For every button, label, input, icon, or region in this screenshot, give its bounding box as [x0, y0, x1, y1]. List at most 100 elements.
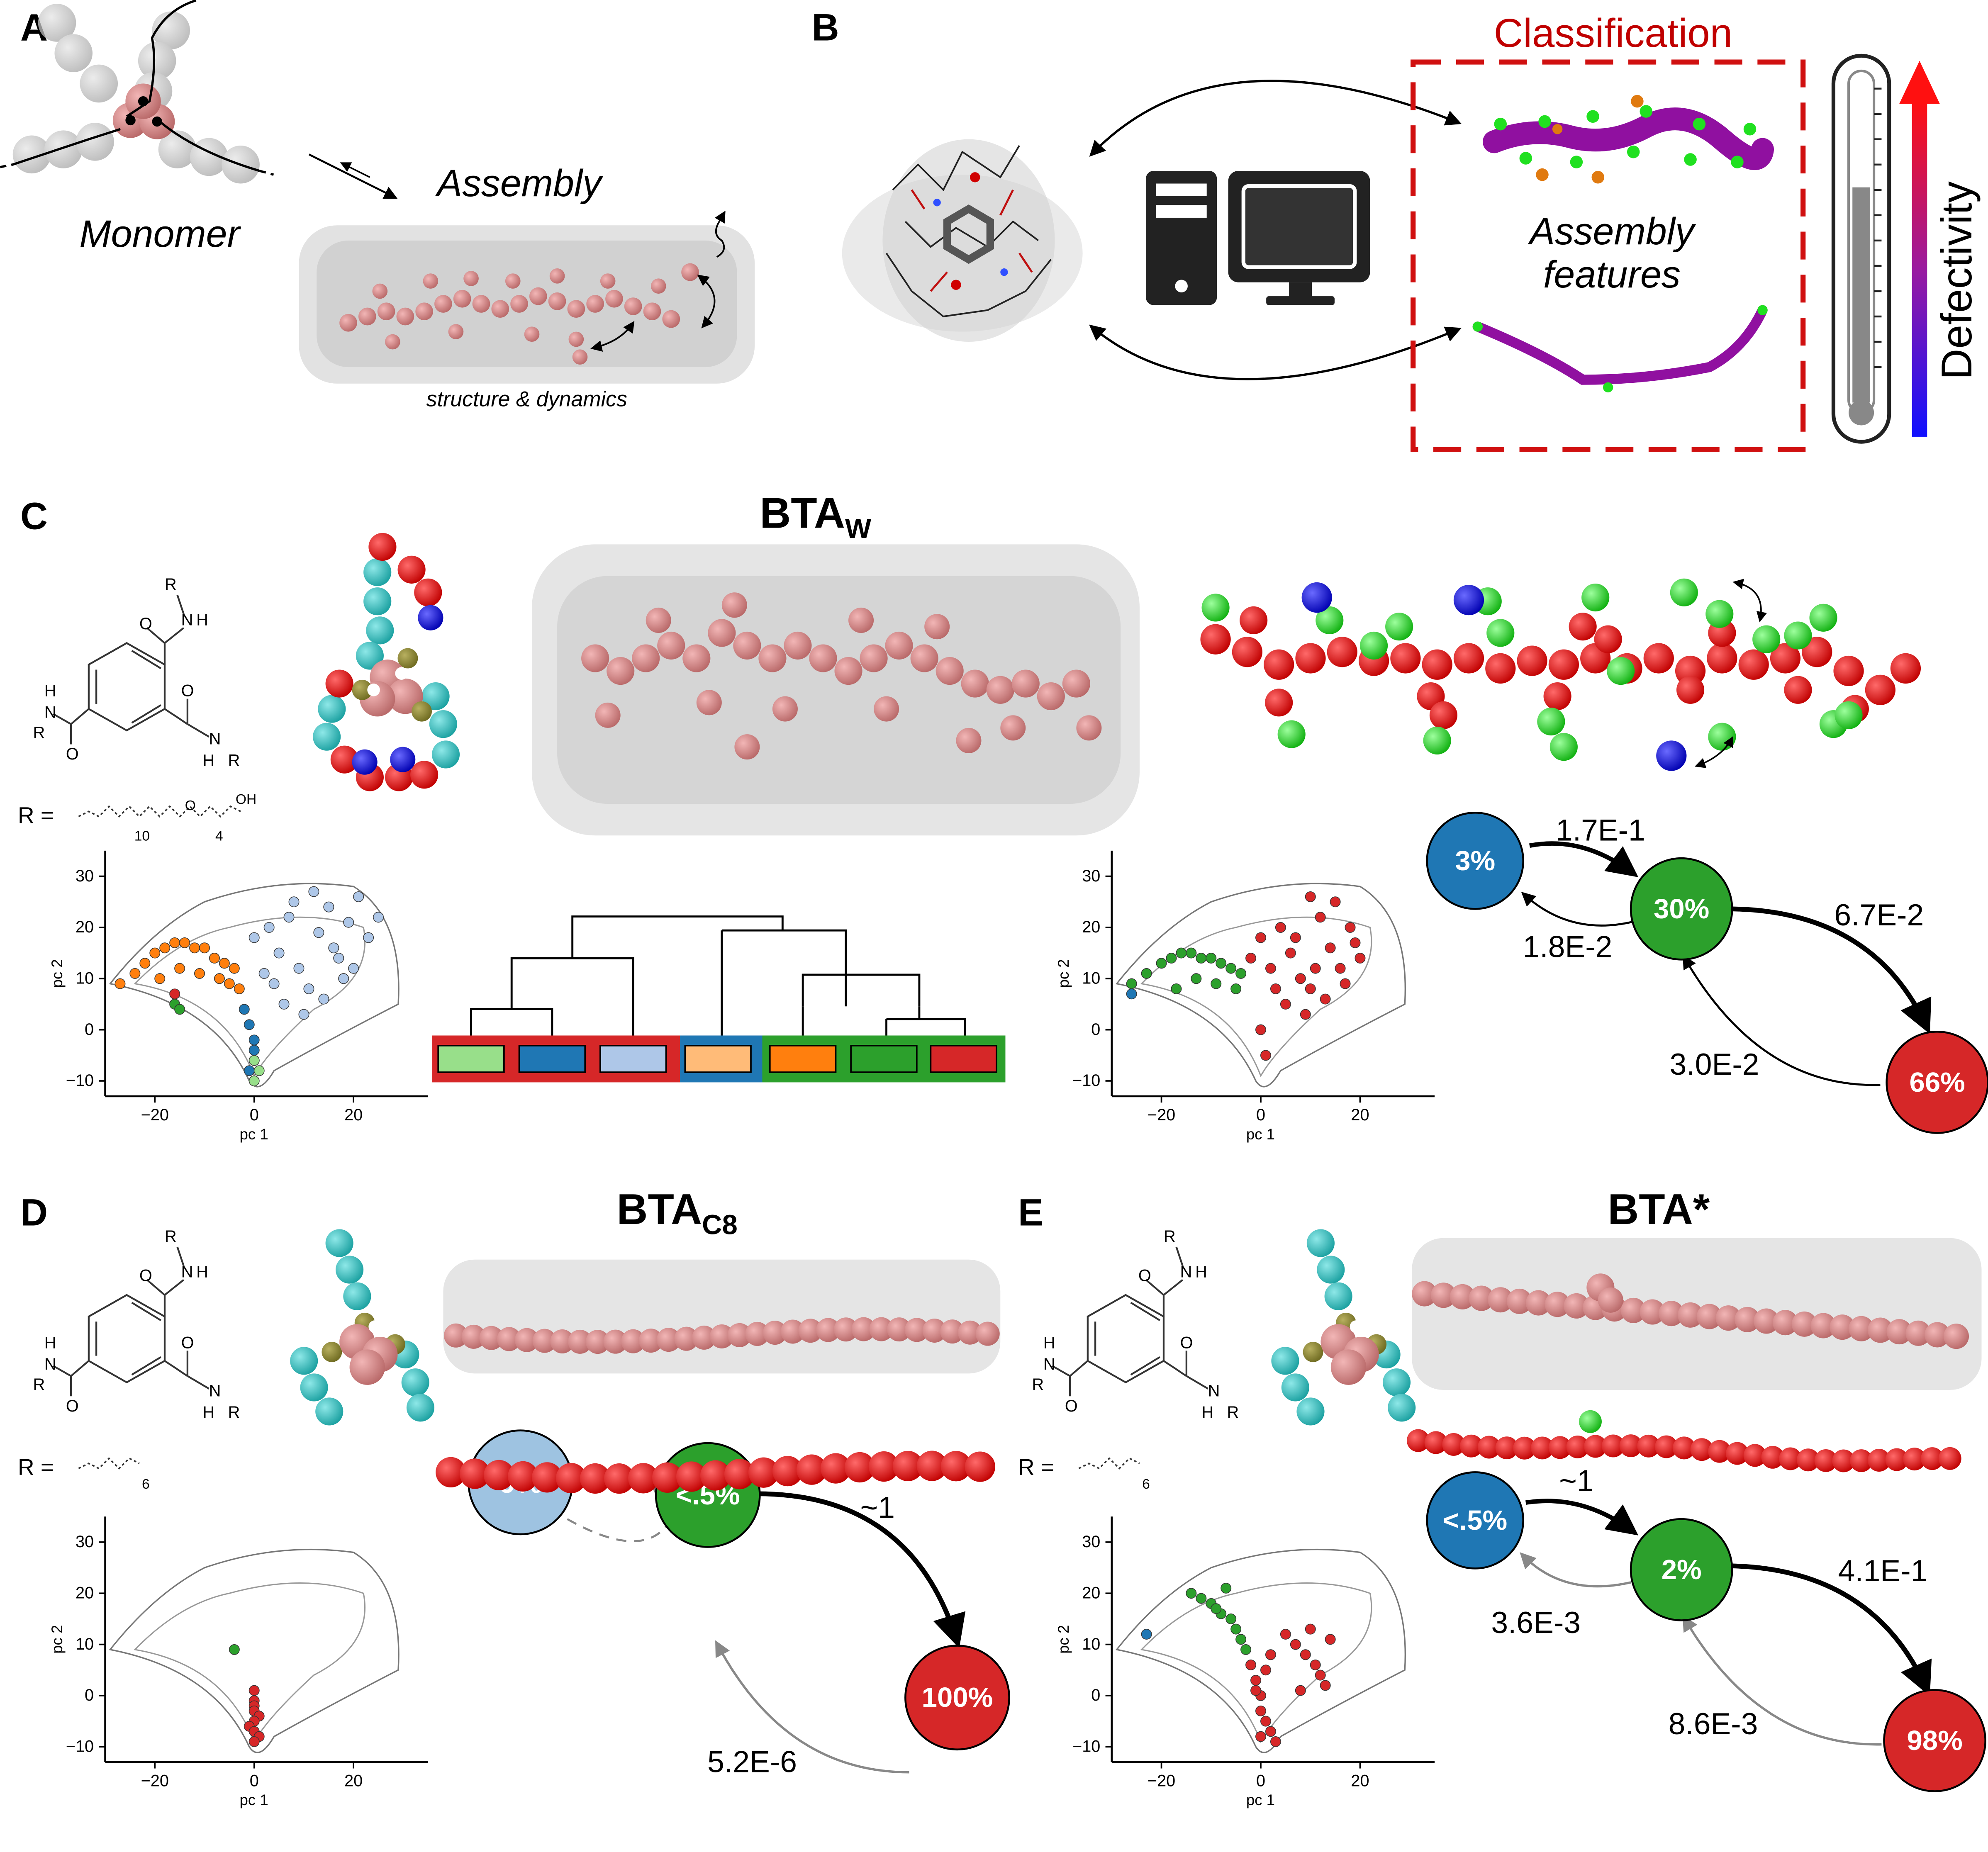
data-point: [1230, 983, 1242, 994]
fiber-bead: [1921, 1447, 1944, 1470]
transition-arrow: [567, 1518, 672, 1543]
data-point: [199, 942, 210, 954]
state-network-e: <.5%2%98%~13.6E-34.1E-18.6E-3: [1426, 1464, 1986, 1792]
defectivity-arrow: [1899, 61, 1940, 437]
data-point: [1290, 1639, 1301, 1650]
transition-rate: 6.7E-2: [1834, 898, 1924, 932]
data-point: [1211, 978, 1222, 989]
fiber-bead: [1925, 1322, 1950, 1348]
data-point: [248, 1055, 260, 1066]
state-node: [1630, 857, 1733, 961]
data-point: [1295, 1685, 1306, 1696]
fiber-bead: [1672, 1436, 1696, 1460]
fiber-bead: [603, 1329, 628, 1354]
x-tick-label: 0: [250, 1772, 259, 1790]
y-tick-label: 30: [1082, 1533, 1100, 1551]
state-percent: 3%: [1455, 845, 1495, 876]
classification-title: Classification: [1494, 10, 1732, 56]
fiber-bead: [580, 1463, 611, 1494]
fiber-bead: [1430, 1283, 1456, 1308]
structure-dynamics-caption: structure & dynamics: [426, 387, 627, 411]
fiber-bead: [508, 1461, 538, 1492]
data-point: [1211, 1603, 1222, 1614]
fiber-bead: [1867, 1449, 1891, 1472]
data-point: [1250, 1674, 1262, 1686]
data-point: [248, 1685, 260, 1696]
svg-text:H: H: [203, 751, 215, 769]
data-point: [343, 917, 354, 928]
data-point: [1335, 963, 1346, 974]
data-point: [1126, 978, 1137, 989]
r-group-d: R = 6: [18, 1454, 150, 1492]
fiber-bead: [940, 1319, 965, 1344]
fiber-bead: [1735, 1307, 1760, 1332]
data-point: [333, 952, 344, 964]
fiber-bead: [1507, 1288, 1532, 1314]
fiber-bead: [904, 1318, 929, 1342]
data-point: [1240, 1644, 1252, 1655]
defective-fiber: [1483, 95, 1774, 184]
fiber-bead: [1832, 1449, 1855, 1472]
fiber-bead: [780, 1319, 805, 1344]
data-point: [1255, 1705, 1266, 1716]
data-point: [1290, 932, 1301, 943]
fiber-bead: [1655, 1435, 1678, 1458]
data-point: [1250, 1685, 1262, 1696]
data-point: [1141, 968, 1152, 979]
data-point: [174, 963, 185, 974]
data-point: [1196, 1593, 1207, 1604]
dendrogram-leaf: [518, 1045, 586, 1073]
state-percent: 98%: [1907, 1725, 1962, 1756]
monomer-label: Monomer: [79, 213, 241, 255]
svg-text:4: 4: [215, 828, 223, 844]
svg-text:N: N: [44, 703, 56, 721]
svg-text:N: N: [181, 611, 193, 629]
data-point: [1265, 963, 1276, 974]
data-point: [1265, 1726, 1276, 1737]
data-point: [1300, 1009, 1311, 1020]
fiber-bead: [851, 1317, 876, 1341]
fiber-bead: [568, 1329, 592, 1354]
data-point: [353, 891, 364, 902]
data-point: [1310, 963, 1321, 974]
svg-text:O: O: [139, 615, 152, 633]
fiber-bead: [1867, 1317, 1893, 1343]
x-tick-label: −20: [141, 1106, 169, 1124]
x-tick-label: 0: [1256, 1106, 1265, 1124]
state-node: [1426, 812, 1525, 910]
fiber-bead: [887, 1317, 911, 1342]
fiber-bead: [1566, 1435, 1589, 1458]
assembly-fiber-c: [532, 544, 1140, 836]
fiber-bead: [443, 1323, 468, 1348]
fiber-bead: [1849, 1316, 1874, 1341]
panel-label-c: C: [20, 495, 48, 538]
fiber-bead: [692, 1325, 716, 1350]
assembly-fiber-e: [1412, 1238, 1982, 1390]
data-point: [1176, 947, 1187, 959]
fiber-bead: [621, 1329, 646, 1353]
fiber-bead: [958, 1320, 982, 1345]
data-point: [248, 932, 260, 943]
computer-icon: [1146, 171, 1370, 305]
fiber-bead: [638, 1329, 663, 1353]
data-point: [293, 963, 305, 974]
features-label-line2: features: [1543, 253, 1681, 296]
data-point: [268, 978, 280, 989]
data-point: [234, 983, 245, 994]
classification-box: [1411, 59, 1806, 452]
fiber-bead: [1905, 1320, 1931, 1346]
y-tick-label: 10: [1082, 1635, 1100, 1653]
data-point: [1196, 952, 1207, 964]
fiber-bead: [1796, 1448, 1820, 1472]
fiber-bead: [1938, 1447, 1961, 1470]
data-point: [1315, 912, 1326, 923]
data-point: [244, 1019, 255, 1030]
chemical-structure-e: [1032, 1227, 1239, 1421]
fiber-bead: [1885, 1448, 1908, 1471]
density-contour: [1115, 883, 1406, 1088]
y-axis-label: pc 2: [49, 959, 66, 988]
y-tick-label: −10: [1072, 1071, 1100, 1090]
density-contour: [1140, 916, 1372, 1078]
y-tick-label: 0: [1091, 1020, 1100, 1039]
